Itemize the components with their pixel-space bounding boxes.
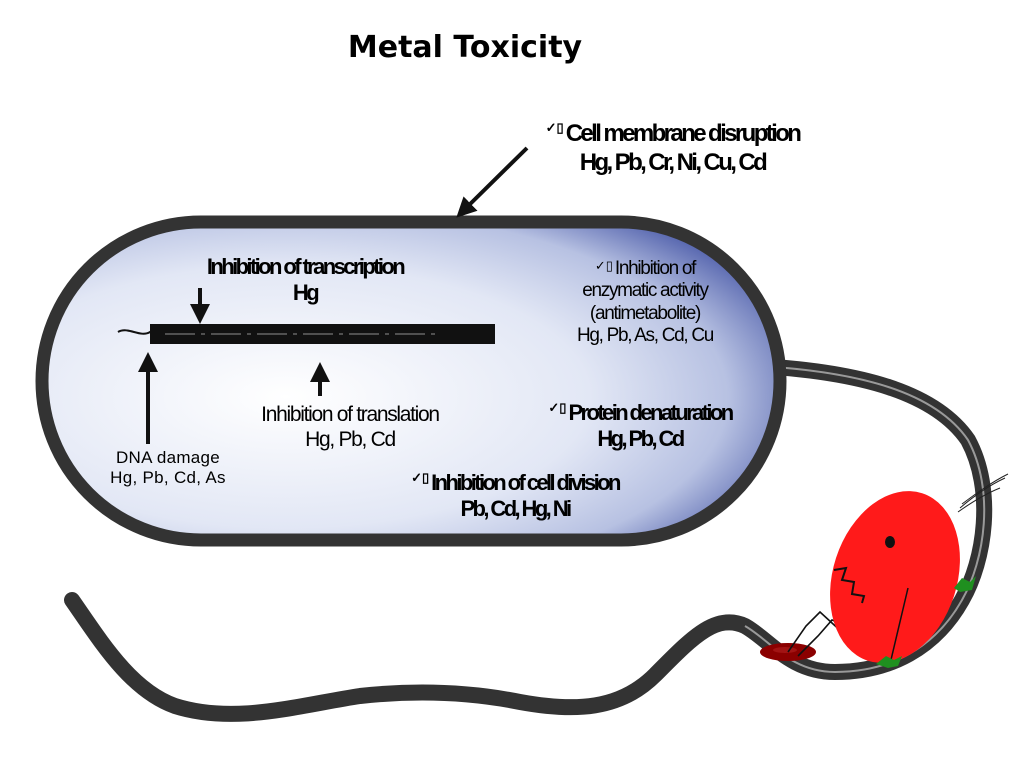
creature-body [830,491,960,663]
creature-arm-right [889,587,909,665]
label-transcription: Inhibition of transcription Hg [206,254,406,306]
creature-leg-left [787,610,845,653]
creature-hand-bottom [876,656,902,668]
check-box-icon: ✓▯ [594,258,613,273]
cell-body [35,215,787,547]
arrow-membrane [456,146,529,218]
diagram-title: Metal Toxicity [347,30,583,65]
label-enzymatic-activity: ✓▯Inhibition of enzymatic activity (anti… [576,258,714,347]
creature-mouth [833,566,866,604]
check-box-icon: ✓▯ [411,470,430,485]
creature-hand-top [954,576,976,592]
label-translation: Inhibition of translation Hg, Pb, Cd [261,403,440,452]
label-dna-damage: DNA damage Hg, Pb, Cd, As [110,448,226,488]
label-membrane-disruption: ✓▯Cell membrane disruption Hg, Pb, Cr, N… [545,120,802,176]
check-box-icon: ✓▯ [548,400,567,415]
check-box-icon: ✓▯ [545,120,564,135]
label-cell-division: ✓▯Inhibition of cell division Pb, Cd, Hg… [411,470,621,522]
hair-strands [957,473,1009,513]
creature-eye [885,536,895,548]
label-protein-denaturation: ✓▯Protein denaturation Hg, Pb, Cd [548,400,734,452]
